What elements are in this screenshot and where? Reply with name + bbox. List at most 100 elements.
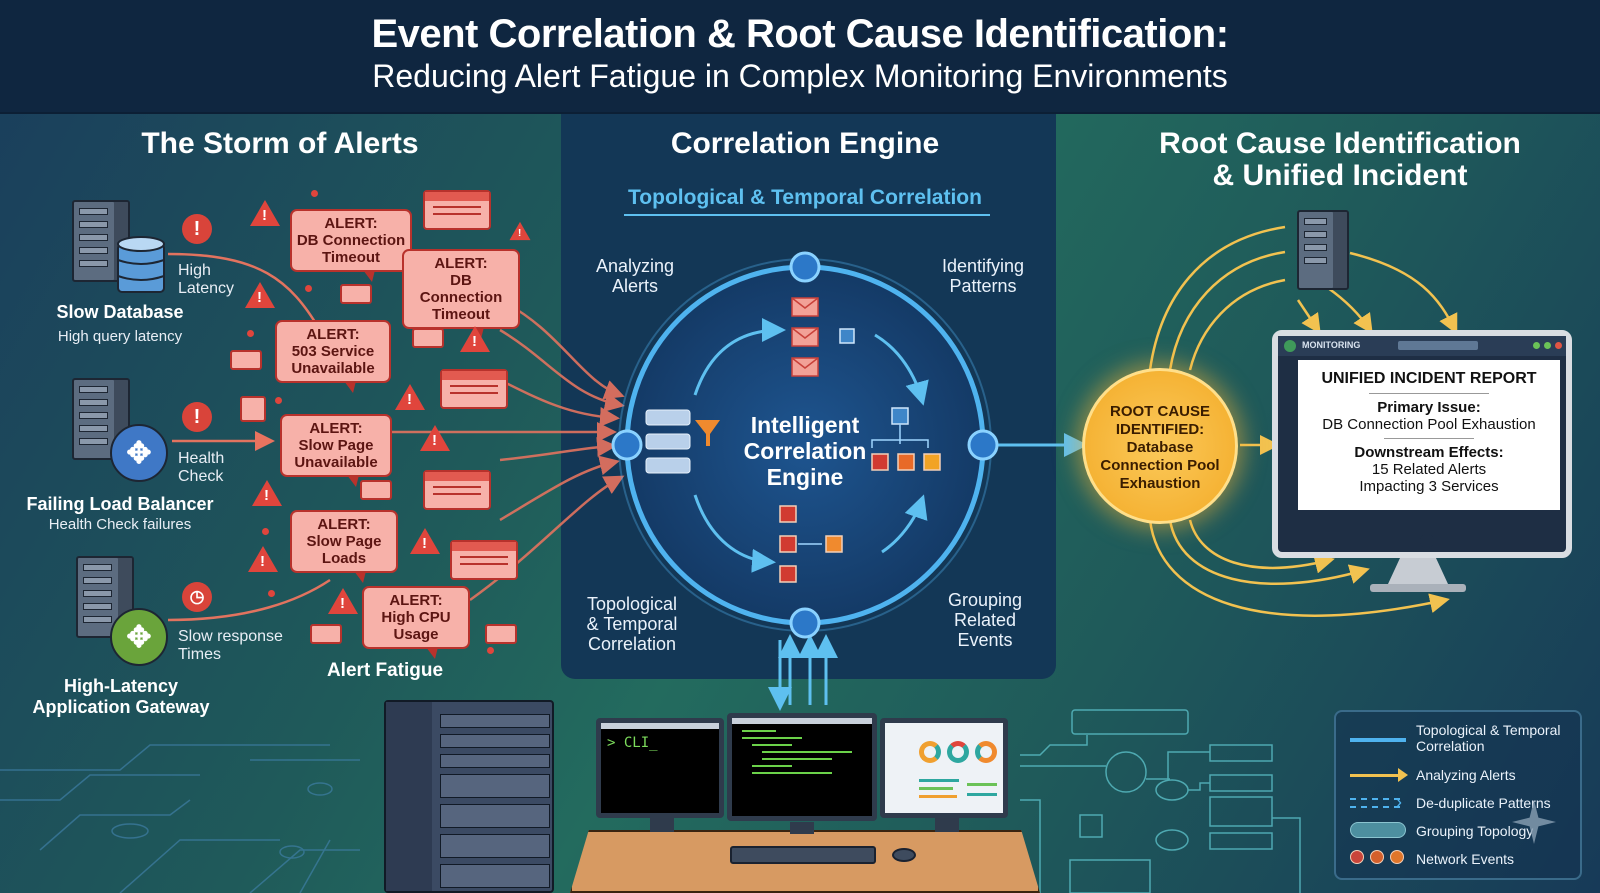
legend-swatch-pill [1350,822,1406,838]
alert-exclamation-icon: ! [182,402,212,432]
cli-monitor: > CLI_ [596,718,724,818]
code-monitor [727,713,877,821]
warning-icon: ! [252,480,282,506]
legend-event-dot [1370,850,1384,864]
cli-prompt: > CLI_ [607,735,658,751]
root-server-icon [1297,210,1349,290]
chat-icon [230,350,262,370]
donut-chart-icon [975,741,997,763]
clock-icon: ◷ [182,582,212,612]
monitoring-logo-icon [1284,340,1296,352]
dot [262,528,269,535]
page-title: Event Correlation & Root Cause Identific… [371,12,1229,56]
dot [311,190,318,197]
report-primary-value: DB Connection Pool Exhaustion [1322,416,1536,433]
engine-subtitle: Topological & Temporal Correlation [628,186,982,209]
correlation-engine-diagram [611,251,999,639]
keyboard-icon [730,846,876,864]
ring-node-left [611,429,643,461]
warning-icon: ! [328,588,358,614]
header: Event Correlation & Root Cause Identific… [0,0,1600,114]
root-title-line1: Root Cause Identification [1159,127,1521,160]
source-subtitle-slow-database: High query latency [57,328,183,345]
load-balancer-server-icon [72,378,130,460]
incident-report: UNIFIED INCIDENT REPORT Primary Issue: D… [1298,360,1560,510]
load-balancer-icon: ✥ [110,424,168,482]
monitor-stand [935,818,959,832]
monitoring-display: MONITORING UNIFIED INCIDENT REPORT Prima… [1272,330,1572,558]
report-downstream-label: Downstream Effects: [1354,444,1504,461]
database-icon [117,236,165,293]
warning-icon: ! [250,200,280,226]
report-downstream-alerts: 15 Related Alerts [1371,461,1487,478]
chat-icon [412,328,444,348]
engine-subtitle-underline [624,214,990,216]
warning-icon: ! [395,384,425,410]
desk [570,830,1040,893]
chat-icon [340,284,372,304]
legend-label: Network Events [1416,851,1515,867]
warning-icon: ! [509,221,531,241]
window-dot-green[interactable] [1533,342,1540,349]
section-title-root-cause: Root Cause Identification & Unified Inci… [1120,128,1560,192]
legend-event-dot [1390,850,1404,864]
donut-chart-icon [919,741,941,763]
legend-label: Grouping Topology [1416,823,1534,839]
warning-icon: ! [248,546,278,572]
monitor-base [1370,584,1466,592]
report-primary-label: Primary Issue: [1377,399,1481,416]
alert-fatigue-label: Alert Fatigue [326,660,444,681]
warning-icon: ! [410,528,440,554]
monitor-power-button [1420,534,1434,548]
monitor-stand [790,822,814,834]
window-dot-green[interactable] [1544,342,1551,349]
monitor-titlebar: MONITORING [1278,336,1566,356]
chat-icon [310,624,342,644]
message-window-icon [423,190,491,230]
dot [268,590,275,597]
source-subtitle-load-balancer: Health Check failures [48,516,192,533]
legend-swatch-gold-arrow [1350,774,1400,777]
message-window-icon [423,470,491,510]
message-window-icon [450,540,518,580]
legend-event-dot [1350,850,1364,864]
legend-label: Analyzing Alerts [1416,767,1516,783]
monitor-url-bar [1398,341,1478,350]
warning-icon: ! [245,282,275,308]
gateway-icon: ✥ [110,608,168,666]
section-title-storm: The Storm of Alerts [141,127,419,160]
monitor-app-label: MONITORING [1302,340,1361,350]
legend-swatch-dashed [1350,798,1400,800]
funnel-icon [695,420,720,446]
root-title-line2: & Unified Incident [1212,159,1468,192]
server-rack-icon [384,700,554,893]
source-name-slow-database: Slow Database [56,302,184,322]
source-name-load-balancer: Failing Load Balancer [26,494,214,514]
chat-icon [240,396,266,422]
ring-node-bottom [789,607,821,639]
report-title: UNIFIED INCIDENT REPORT [1321,370,1537,387]
legend-label: De-duplicate Patterns [1416,795,1551,811]
window-close-dot[interactable] [1555,342,1562,349]
monitor-stand [650,818,674,832]
section-title-engine: Correlation Engine [670,127,940,160]
chat-icon [485,624,517,644]
